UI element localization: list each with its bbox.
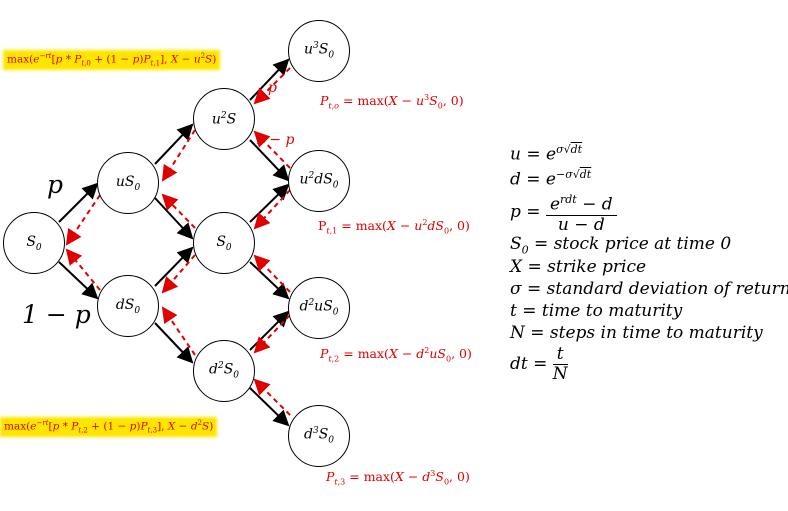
highlight-bottom: max(e−rt[p * Pt,2 + (1 − p)Pt,3], X − d2… (2, 419, 216, 435)
edge-s0-down (58, 261, 99, 300)
back-d2-ds (161, 306, 196, 356)
back-u2d-mid (253, 189, 291, 230)
node-d3s0: d3S0 (288, 405, 350, 467)
back-us-s0 (65, 194, 101, 246)
label-red-p: p (268, 80, 277, 96)
node-u2ds0: u2dS0 (288, 150, 350, 212)
edge-ds-down (154, 322, 194, 364)
payoff-3: Pt,3 = max(X − d3S0, 0) (326, 469, 470, 487)
label-p: p (47, 170, 64, 199)
formula-n: N = steps in time to maturity (510, 323, 763, 343)
edge-s0-up (58, 182, 99, 223)
formula-sigma: σ = standard deviation of return (510, 279, 788, 299)
formula-s0: S0 = stock price at time 0 (510, 234, 732, 257)
node-ds0: dS0 (97, 275, 159, 337)
formula-d: d = e−σ√dt (510, 168, 592, 190)
formula-t: t = time to maturity (510, 301, 683, 321)
back-d2u-mid (253, 254, 291, 293)
highlight-top: max(e−rt[p * Pt,0 + (1 − p)Pt,1], X − u2… (5, 52, 219, 68)
formula-u: u = eσ√dt (510, 143, 583, 165)
payoff-2: Pt,2 = max(X − d2uS0, 0) (320, 346, 472, 364)
edge-mid-down (249, 261, 290, 300)
edge-ds-up (154, 246, 194, 287)
node-u3s0: u3S0 (288, 20, 350, 82)
label-red-one-minus-p: 1 − p (256, 132, 295, 148)
formula-x: X = strike price (510, 257, 647, 277)
node-s0: S0 (3, 212, 65, 274)
node-d2s0: d2S0 (193, 340, 255, 402)
payoff-0: Pt,o = max(X − u3S0, 0) (320, 93, 464, 111)
node-mid-s0: S0 (193, 212, 255, 274)
back-mid-ds (161, 254, 196, 294)
edge-d2-up (249, 310, 290, 351)
edge-us-up (154, 123, 194, 165)
payoff-1: Pt,1 = max(X − u2dS0, 0) (318, 218, 470, 236)
back-d2u-d2 (253, 314, 291, 354)
edge-us-down (154, 197, 194, 240)
node-d2us0: d2uS0 (288, 277, 350, 339)
label-one-minus-p: 1 − p (22, 300, 91, 329)
node-u2s: u2S (193, 88, 255, 150)
back-u2-us (161, 129, 196, 182)
back-mid-us (161, 193, 196, 229)
node-us0: uS0 (97, 152, 159, 214)
edge-mid-up (249, 183, 290, 223)
